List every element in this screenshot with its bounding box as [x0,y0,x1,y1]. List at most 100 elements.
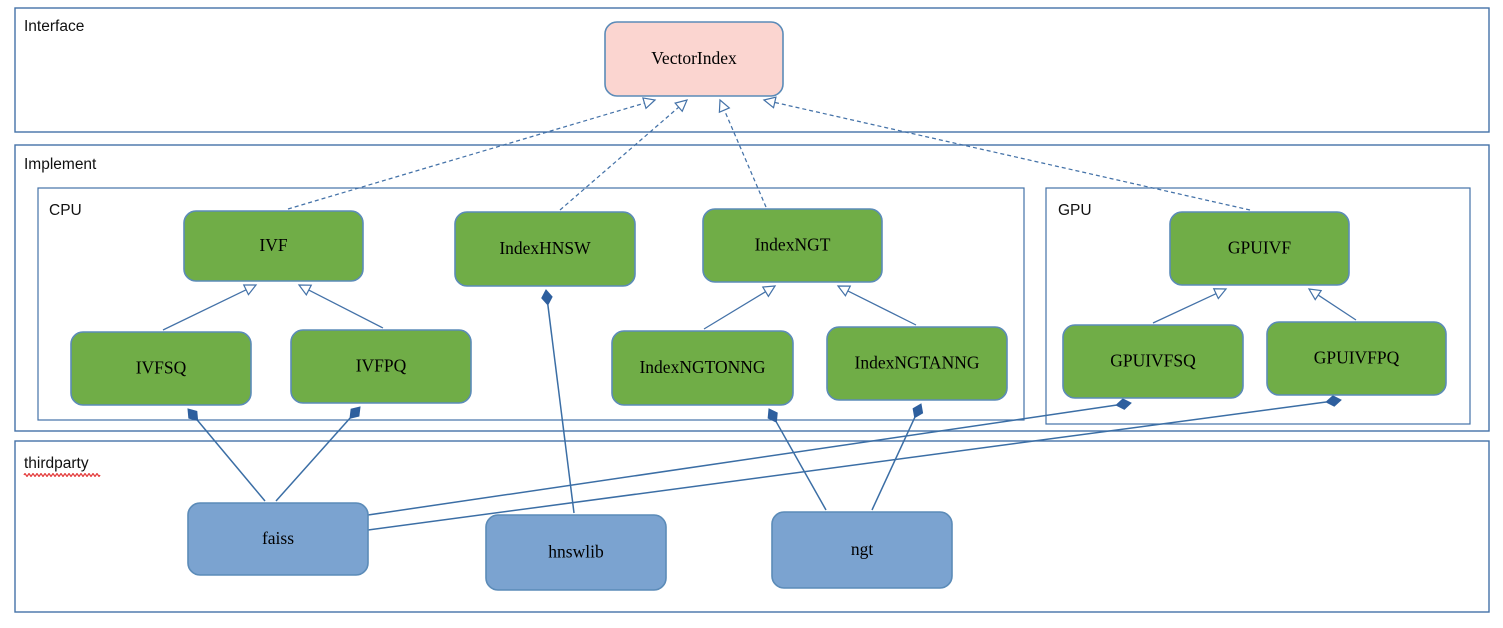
container-label-thirdparty: thirdparty [24,455,89,472]
node-vectorindex[interactable]: VectorIndex [604,21,784,97]
edge-line-inheritance [1152,293,1217,324]
edge-hnswlib-to-indexhnsw [541,289,575,514]
edge-line-realization [774,101,1251,211]
edge-faiss-to-gpuivfsq [367,398,1132,516]
hollow-triangle-arrowhead [836,285,852,297]
node-label-ivfpq: IVFPQ [356,356,407,376]
edge-line-realization [559,106,680,211]
node-ngt[interactable]: ngt [771,511,953,589]
container-gpu: GPU [1045,187,1471,425]
node-label-ngt: ngt [851,539,874,559]
solid-diamond-arrowhead [1115,398,1132,410]
node-box-gpuivf[interactable] [1169,211,1350,286]
edge-ngt-to-indexngtonng [767,408,827,511]
container-label-implement: Implement [24,156,97,173]
edge-gpuivfsq-to-gpuivf [1152,288,1228,324]
node-ivfpq[interactable]: IVFPQ [290,329,472,404]
node-box-ivf[interactable] [183,210,364,282]
node-box-ngt[interactable] [771,511,953,589]
node-label-indexngtonng: IndexNGTONNG [639,357,765,377]
container-label-gpu: GPU [1058,202,1092,219]
node-gpuivfsq[interactable]: GPUIVFSQ [1062,324,1244,399]
node-label-indexhnsw: IndexHNSW [499,238,591,258]
edge-line-composition [871,417,916,511]
solid-diamond-arrowhead [767,408,778,423]
node-faiss[interactable]: faiss [187,502,369,576]
edge-line-composition [367,401,1327,531]
container-cpu: CPU [37,187,1025,421]
node-label-indexngt: IndexNGT [755,235,831,255]
edge-indexhnsw-to-vectorindex [559,99,689,211]
node-box-indexngt[interactable] [702,208,883,283]
container-border-thirdparty [14,440,1490,613]
edge-line-realization [723,109,767,208]
node-box-indexngtonng[interactable] [611,330,794,406]
node-box-indexhnsw[interactable] [454,211,636,287]
node-indexngtonng[interactable]: IndexNGTONNG [611,330,794,406]
node-label-gpuivf: GPUIVF [1228,238,1291,258]
container-thirdparty: thirdparty [14,440,1490,613]
hollow-triangle-arrowhead [297,284,313,296]
node-ivf[interactable]: IVF [183,210,364,282]
edge-gpuivf-to-vectorindex [762,96,1251,211]
edge-line-composition [367,404,1117,516]
solid-diamond-arrowhead [541,289,553,306]
node-label-gpuivfpq: GPUIVFPQ [1314,348,1400,368]
hollow-triangle-arrowhead [674,99,689,113]
node-gpuivfpq[interactable]: GPUIVFPQ [1266,321,1447,396]
edge-gpuivfpq-to-gpuivf [1307,288,1357,321]
edge-line-realization [287,102,645,210]
node-box-ivfsq[interactable] [70,331,252,406]
edge-line-inheritance [1317,294,1357,321]
edge-line-inheritance [308,289,384,329]
node-box-vectorindex[interactable] [604,21,784,97]
node-label-indexngtanng: IndexNGTANNG [855,353,980,373]
edge-line-inheritance [847,290,917,326]
node-label-gpuivfsq: GPUIVFSQ [1110,351,1196,371]
node-indexhnsw[interactable]: IndexHNSW [454,211,636,287]
node-box-gpuivfpq[interactable] [1266,321,1447,396]
solid-diamond-arrowhead [187,408,199,422]
spellcheck-underline-thirdparty [23,473,101,477]
container-label-interface: Interface [24,18,84,35]
edge-line-inheritance [703,291,766,330]
node-gpuivf[interactable]: GPUIVF [1169,211,1350,286]
edge-faiss-to-ivfpq [275,406,361,502]
edge-ivfpq-to-ivf [297,284,384,329]
edge-faiss-to-gpuivfpq [367,395,1342,531]
edge-ivfsq-to-ivf [162,284,258,331]
edge-line-composition [275,417,351,502]
container-label-cpu: CPU [49,202,82,219]
node-hnswlib[interactable]: hnswlib [485,514,667,591]
hollow-triangle-arrowhead [1212,288,1228,300]
node-indexngtanng[interactable]: IndexNGTANNG [826,326,1008,401]
edge-line-inheritance [162,289,247,331]
hollow-triangle-arrowhead [761,285,777,298]
node-ivfsq[interactable]: IVFSQ [70,331,252,406]
edge-ngt-to-indexngtanng [871,403,924,511]
node-label-vectorindex: VectorIndex [651,48,737,68]
solid-diamond-arrowhead [912,403,924,419]
hollow-triangle-arrowhead [762,96,777,109]
node-box-ivfpq[interactable] [290,329,472,404]
node-label-ivf: IVF [259,235,287,255]
node-box-hnswlib[interactable] [485,514,667,591]
node-box-indexngtanng[interactable] [826,326,1008,401]
node-indexngt[interactable]: IndexNGT [702,208,883,283]
node-label-hnswlib: hnswlib [548,542,604,562]
edge-ivf-to-vectorindex [287,97,657,210]
edge-layer [162,96,1357,531]
solid-diamond-arrowhead [1325,395,1342,407]
container-border-gpu [1045,187,1471,425]
node-label-faiss: faiss [262,528,294,548]
edge-faiss-to-ivfsq [187,408,266,502]
hollow-triangle-arrowhead [242,284,258,296]
edge-indexngt-to-vectorindex [718,98,767,208]
node-box-faiss[interactable] [187,502,369,576]
solid-diamond-arrowhead [349,406,361,419]
node-box-gpuivfsq[interactable] [1062,324,1244,399]
container-border-cpu [37,187,1025,421]
